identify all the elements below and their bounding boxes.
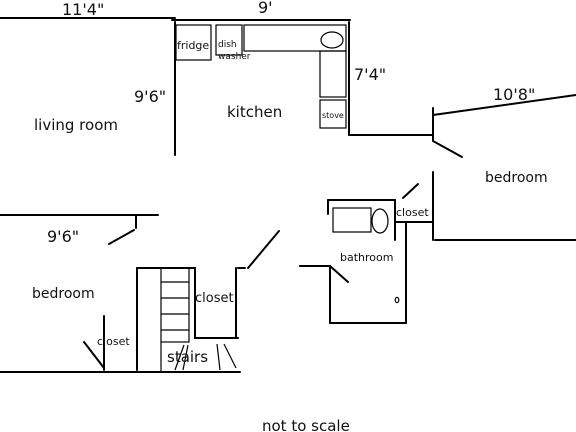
appliances bbox=[175, 24, 400, 304]
kitchen-label: kitchen bbox=[227, 103, 282, 121]
living-room-label: living room bbox=[34, 116, 118, 134]
dim-bedroom-right-width: 10'8" bbox=[493, 85, 535, 104]
stove-label: stove bbox=[322, 111, 344, 120]
dim-kitchen-width: 9' bbox=[258, 0, 273, 17]
dishwasher-label-line1: dish bbox=[218, 40, 237, 50]
dishwasher-label-line2: washer bbox=[218, 52, 251, 62]
bathroom-label: bathroom bbox=[340, 251, 393, 264]
closet-right-label: closet bbox=[396, 206, 429, 219]
counter-side bbox=[319, 50, 347, 98]
stair-flight bbox=[160, 267, 190, 343]
stove-box bbox=[319, 99, 347, 129]
closet-left-label: closet bbox=[97, 335, 130, 348]
bedroom-left-label: bedroom bbox=[32, 286, 95, 302]
stairs-drawing bbox=[160, 267, 237, 372]
counter-top bbox=[243, 24, 347, 52]
bedroom-right-label: bedroom bbox=[485, 170, 548, 186]
not-to-scale-note: not to scale bbox=[262, 417, 350, 432]
walls bbox=[0, 17, 576, 373]
dim-bedroom-left-width: 9'6" bbox=[47, 227, 79, 246]
fridge-box bbox=[175, 24, 212, 61]
fridge-label: fridge bbox=[177, 39, 209, 52]
dim-kitchen-depth: 7'4" bbox=[354, 65, 386, 84]
dim-living-width: 11'4" bbox=[62, 0, 104, 19]
drain-icon bbox=[394, 296, 400, 304]
closet-middle-label: closet bbox=[195, 291, 234, 306]
sink-icon bbox=[320, 31, 344, 49]
dim-kitchen-height: 9'6" bbox=[134, 87, 166, 106]
stairs-label: stairs bbox=[167, 348, 208, 366]
toilet-icon bbox=[371, 208, 389, 234]
bathtub-box bbox=[332, 207, 372, 233]
dishwasher-box bbox=[215, 24, 243, 56]
